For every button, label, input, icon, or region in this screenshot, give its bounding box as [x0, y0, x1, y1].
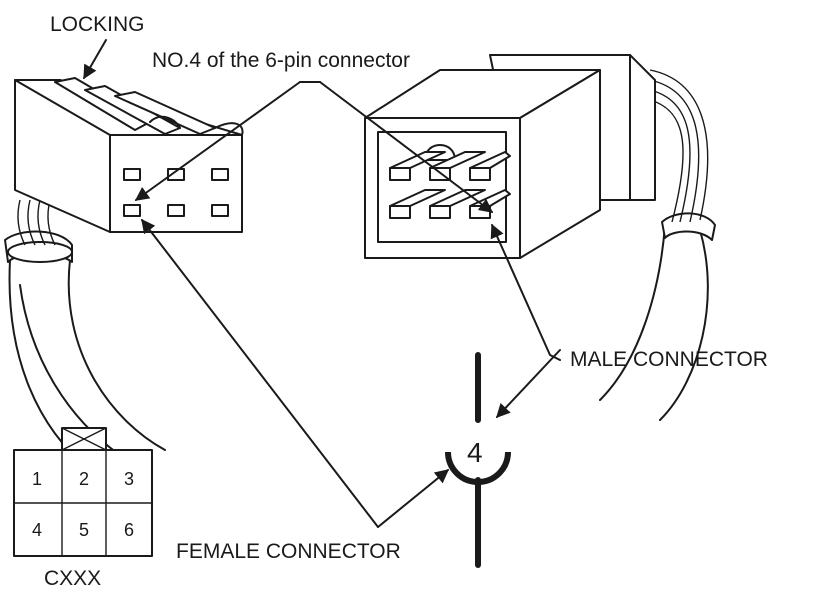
- terminal-symbol: 4: [445, 352, 511, 568]
- pin-label-2: 2: [79, 469, 89, 489]
- leader-lines: [83, 39, 561, 528]
- female-connector-label: FEMALE CONNECTOR: [176, 540, 401, 563]
- male-connector-drawing: [364, 54, 716, 421]
- pin-label-1: 1: [32, 469, 42, 489]
- pin-label-3: 3: [124, 469, 134, 489]
- female-connector-drawing: [4, 77, 244, 471]
- terminal-number: 4: [467, 437, 483, 468]
- pin-label-6: 6: [124, 520, 134, 540]
- pin-label-5: 5: [79, 520, 89, 540]
- pin-grid: 1 2 3 4 5 6: [13, 427, 153, 557]
- male-connector-label: MALE CONNECTOR: [570, 348, 768, 371]
- connector-code-label: CXXX: [44, 567, 101, 590]
- pin-note-label: NO.4 of the 6-pin connector: [152, 49, 410, 72]
- pin-label-4: 4: [32, 520, 42, 540]
- locking-label: LOCKING: [50, 13, 145, 36]
